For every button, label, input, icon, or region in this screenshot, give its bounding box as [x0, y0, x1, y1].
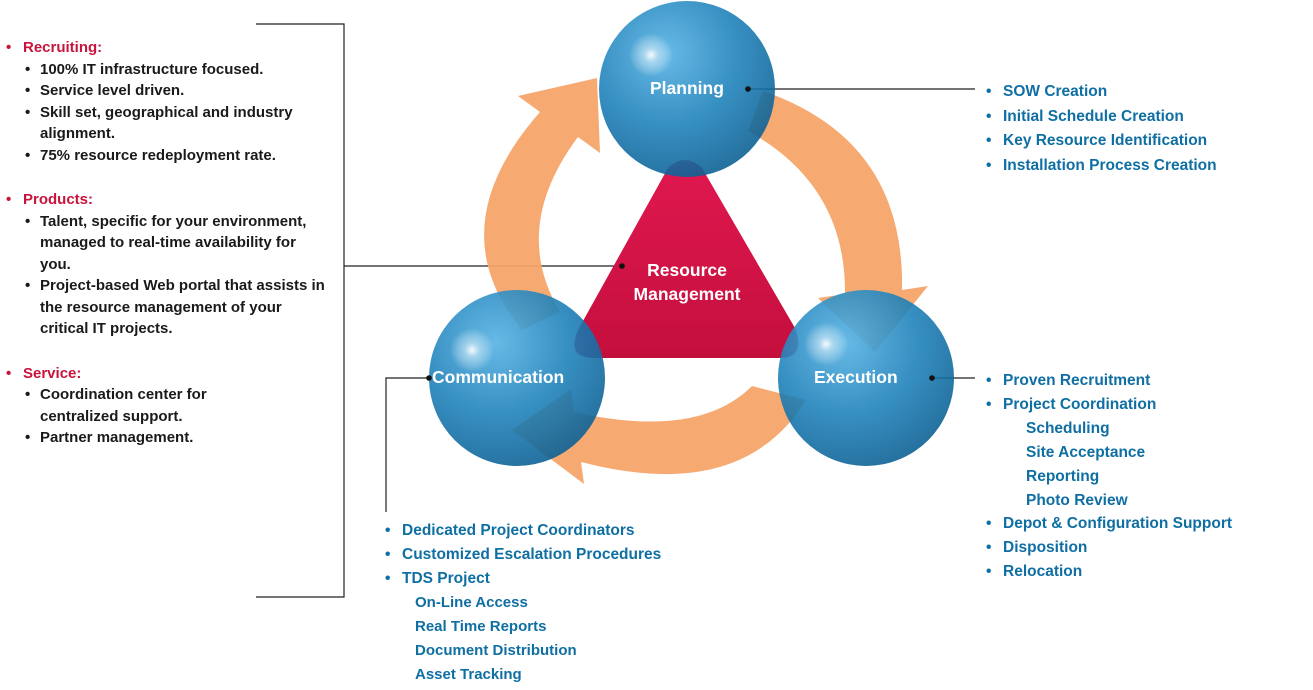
list-item: Relocation: [986, 560, 1232, 584]
execution-list: Proven Recruitment Project Coordination …: [986, 369, 1232, 584]
list-item: Key Resource Identification: [986, 129, 1217, 154]
execution-sublist: Scheduling Site Acceptance Reporting Pho…: [1003, 417, 1232, 513]
sub-item: Site Acceptance: [1026, 443, 1146, 461]
sub-item: Reporting: [1026, 467, 1100, 485]
recruiting-section: Recruiting: 100% IT infrastructure focus…: [6, 37, 336, 166]
list-item-label: TDS Project: [402, 570, 490, 587]
list-item: Project Coordination Scheduling Site Acc…: [986, 393, 1232, 513]
list-item: Skill set, geographical and industry ali…: [25, 102, 300, 145]
arrow-right-arc: [748, 91, 928, 352]
sub-item: Scheduling: [1026, 419, 1110, 437]
service-section: Service: Coordination center for central…: [6, 363, 336, 449]
list-item: TDS Project On-Line Access Real Time Rep…: [385, 567, 661, 687]
arrow-left-arc: [484, 78, 600, 330]
list-item: Partner management.: [25, 427, 336, 449]
list-item: Installation Process Creation: [986, 154, 1217, 179]
center-label-line1: Resource: [647, 260, 727, 280]
sub-item: Real Time Reports: [415, 618, 547, 635]
arrow-bottom-arc: [512, 386, 806, 484]
planning-label: Planning: [650, 78, 724, 98]
planning-circle: [599, 1, 775, 177]
execution-label: Execution: [814, 367, 898, 387]
cycle-arrows: [484, 78, 928, 484]
communication-list: Dedicated Project Coordinators Customize…: [385, 519, 661, 687]
planning-list: SOW Creation Initial Schedule Creation K…: [986, 80, 1217, 178]
communication-label: Communication: [432, 367, 565, 387]
center-label: Resource Management: [597, 258, 777, 306]
resource-management-triangle: [574, 160, 799, 358]
recruiting-heading: Recruiting:: [6, 37, 336, 59]
list-item: Service level driven.: [25, 80, 295, 102]
communication-circle: [429, 290, 605, 466]
sub-item: On-Line Access: [415, 594, 528, 611]
list-item: 75% resource redeployment rate.: [25, 145, 305, 167]
list-item: Initial Schedule Creation: [986, 105, 1217, 130]
list-item: Proven Recruitment: [986, 369, 1232, 393]
list-item: Depot & Configuration Support: [986, 512, 1232, 536]
communication-sublist: On-Line Access Real Time Reports Documen…: [402, 591, 661, 687]
sub-item: Document Distribution: [415, 642, 577, 659]
list-item: SOW Creation: [986, 80, 1217, 105]
list-item: Dedicated Project Coordinators: [385, 519, 661, 543]
sub-item: Asset Tracking: [415, 666, 522, 683]
list-item: Disposition: [986, 536, 1232, 560]
list-item: Talent, specific for your environment, m…: [25, 211, 322, 276]
left-panel: Recruiting: 100% IT infrastructure focus…: [6, 37, 336, 472]
list-item: Customized Escalation Procedures: [385, 543, 661, 567]
center-label-line2: Management: [633, 284, 741, 304]
sub-item: Photo Review: [1026, 491, 1128, 509]
service-heading: Service:: [6, 363, 336, 385]
connector-dots: [426, 86, 935, 381]
list-item: Coordination center for centralized supp…: [25, 384, 255, 427]
products-section: Products: Talent, specific for your envi…: [6, 189, 336, 340]
execution-circle: [778, 290, 954, 466]
products-heading: Products:: [6, 189, 336, 211]
list-item: Project-based Web portal that assists in…: [25, 275, 332, 340]
list-item: 100% IT infrastructure focused.: [25, 59, 265, 81]
list-item-label: Project Coordination: [1003, 395, 1157, 413]
